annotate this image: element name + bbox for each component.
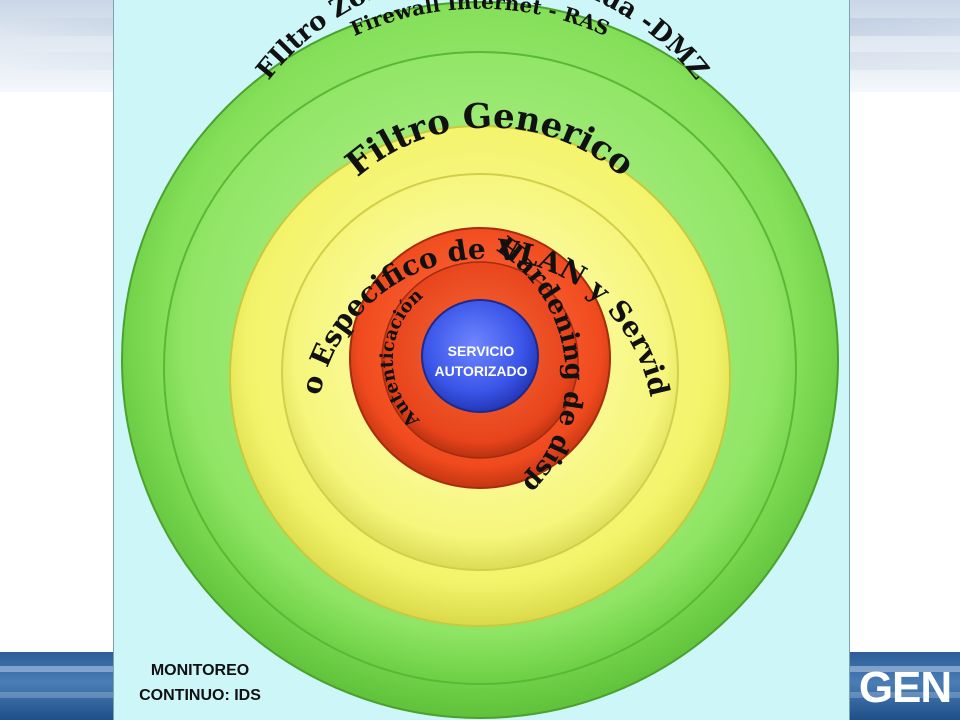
logo-text: GEN <box>859 663 951 710</box>
monitoring-label-line1: MONITOREO <box>150 662 250 679</box>
company-logo: GEN <box>859 663 952 710</box>
monitoring-label: MONITOREO CONTINUO: IDS <box>115 658 285 708</box>
core-label-line2: AUTORIZADO <box>434 363 527 379</box>
core-service <box>421 299 539 413</box>
monitoring-label-line2: CONTINUO: IDS <box>139 687 261 704</box>
core-label-line1: SERVICIO <box>448 343 515 359</box>
